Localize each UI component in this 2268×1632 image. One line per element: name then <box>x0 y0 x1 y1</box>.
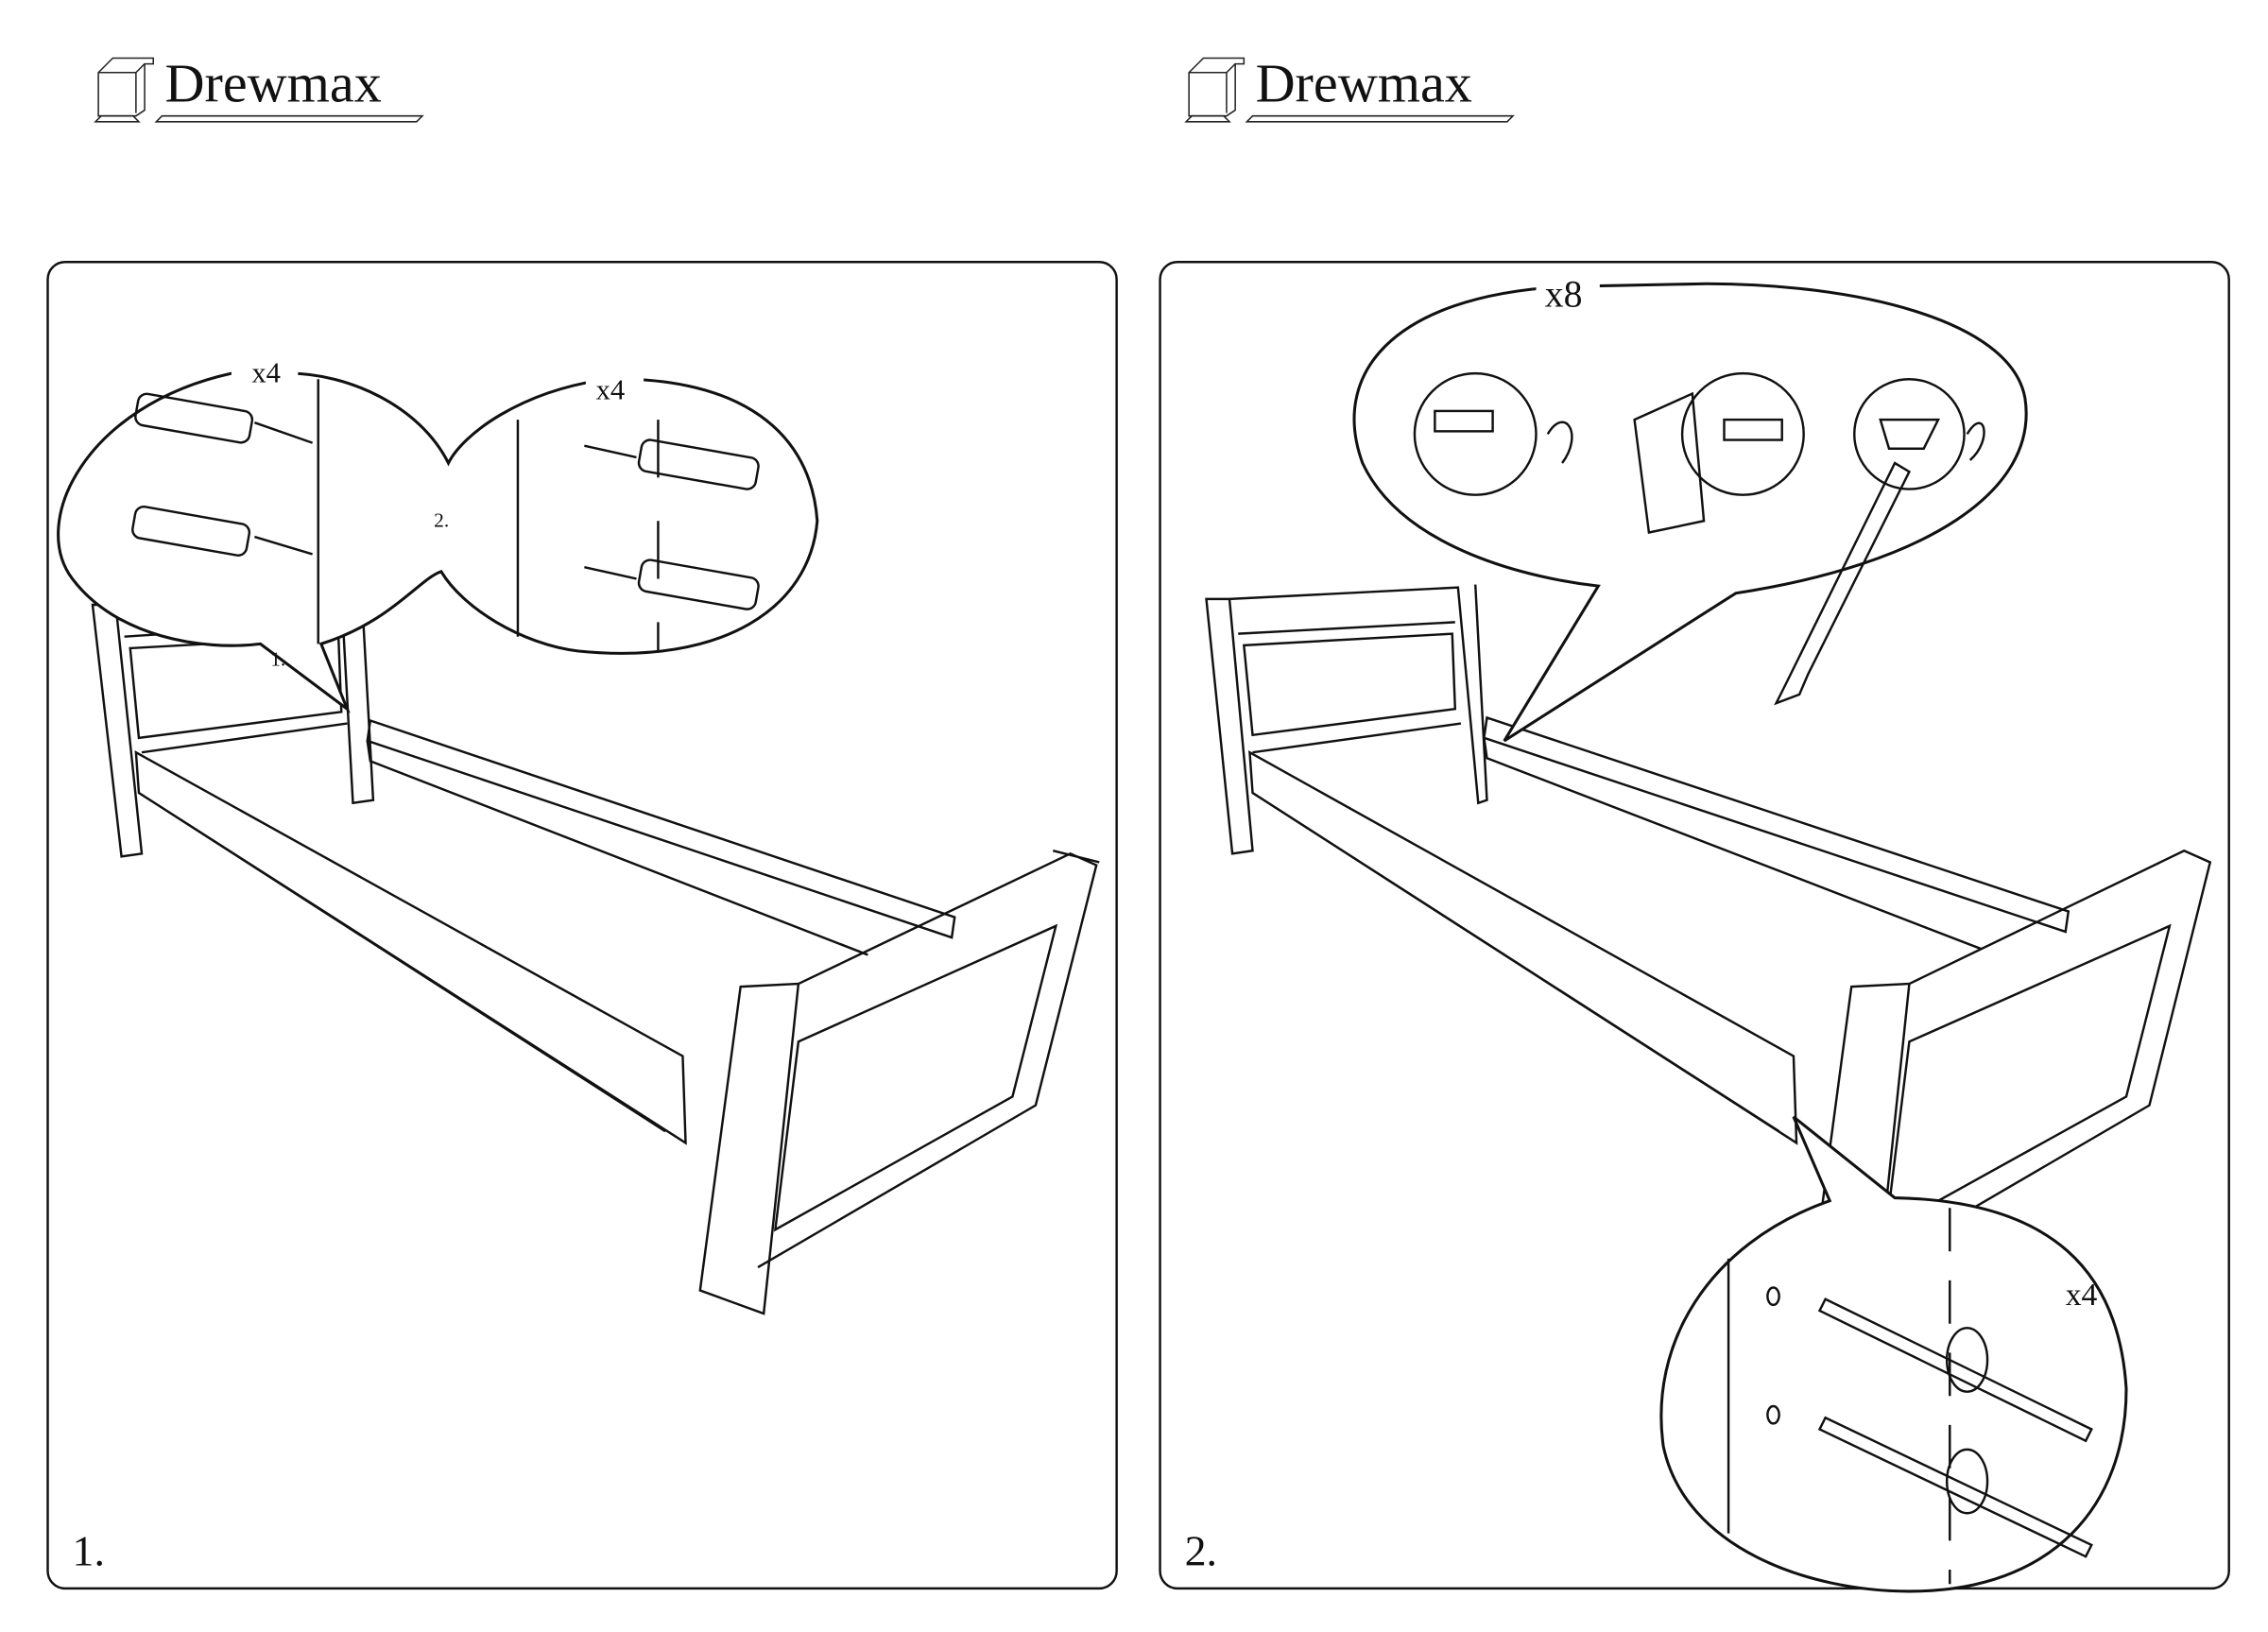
quantity-label: x8 <box>1545 274 1583 316</box>
logo-left: Drewmax <box>94 52 424 123</box>
threaded-rod-icon <box>1766 1286 2093 1558</box>
bolt-icon <box>1434 409 1941 450</box>
rotate-arrow-icon <box>1546 421 1985 464</box>
substep-label: 2. <box>434 508 449 531</box>
substep-label: 1. <box>270 647 285 670</box>
logo-text: Drewmax <box>1256 52 1472 113</box>
dowel-icon <box>131 392 760 610</box>
wrench-icon <box>1774 461 1912 706</box>
step-1-panel: x4 x4 1. 2. 1. <box>46 261 1118 1590</box>
callout-bolt-fastening: x8 <box>1352 268 2028 743</box>
step-number: 1. <box>73 1526 105 1574</box>
bed-frame-illustration <box>91 590 1100 1315</box>
logo-right: Drewmax <box>1184 52 1515 123</box>
logo-text: Drewmax <box>164 52 381 113</box>
bracket-icon <box>1633 391 1706 534</box>
quantity-label: x4 <box>596 374 626 406</box>
arrow-icon <box>253 421 637 580</box>
step-2-panel: x8 x4 2. <box>1159 261 2230 1593</box>
callout-threaded-rod: x4 <box>1659 1115 2128 1593</box>
bed-frame-illustration <box>1205 584 2212 1315</box>
callout-dowel-insertion: x4 x4 1. 2. <box>57 355 819 713</box>
quantity-label: x4 <box>2066 1278 2098 1313</box>
quantity-label: x4 <box>251 356 281 388</box>
step-number: 2. <box>1185 1526 1217 1574</box>
